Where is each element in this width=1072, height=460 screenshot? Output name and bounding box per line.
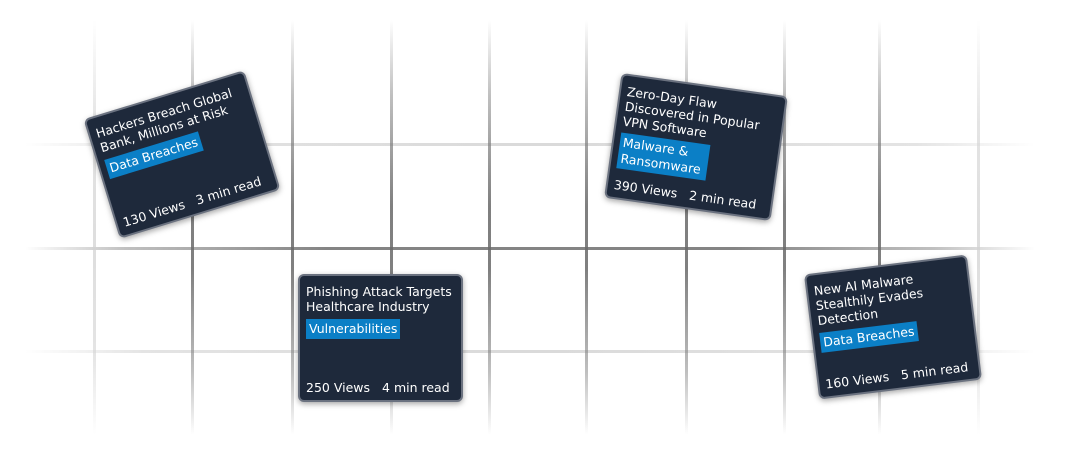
- read-time: 4 min read: [382, 380, 450, 395]
- grid-line: [191, 20, 194, 435]
- article-card[interactable]: Zero-Day Flaw Discovered in Popular VPN …: [604, 72, 788, 222]
- category-tag[interactable]: Malware & Ransomware: [616, 132, 711, 181]
- article-card[interactable]: Hackers Breach Global Bank, Millions at …: [83, 70, 281, 239]
- category-tag[interactable]: Vulnerabilities: [306, 319, 401, 339]
- article-title[interactable]: New AI Malware Stealthily Evades Detecti…: [813, 271, 924, 329]
- grid-line: [488, 20, 491, 435]
- view-count: 250 Views: [306, 380, 371, 395]
- article-meta: 250 Views 4 min read: [306, 380, 455, 395]
- article-meta: 390 Views 2 min read: [613, 177, 766, 213]
- grid-line: [585, 20, 588, 435]
- read-time: 3 min read: [193, 173, 263, 208]
- article-card[interactable]: Phishing Attack Targets Healthcare Indus…: [298, 274, 463, 402]
- article-card[interactable]: New AI Malware Stealthily Evades Detecti…: [803, 254, 983, 400]
- grid-line: [291, 20, 294, 435]
- view-count: 130 Views: [121, 196, 187, 230]
- grid-line: [25, 247, 1035, 250]
- grid-line: [783, 20, 786, 435]
- read-time: 5 min read: [899, 359, 969, 383]
- article-title[interactable]: Phishing Attack Targets Healthcare Indus…: [306, 284, 452, 314]
- view-count: 390 Views: [612, 177, 679, 201]
- read-time: 2 min read: [688, 187, 758, 212]
- article-meta: 160 Views 5 min read: [824, 359, 974, 392]
- view-count: 160 Views: [824, 368, 890, 392]
- article-meta: 130 Views3 min read: [121, 171, 271, 230]
- grid-line: [93, 20, 96, 435]
